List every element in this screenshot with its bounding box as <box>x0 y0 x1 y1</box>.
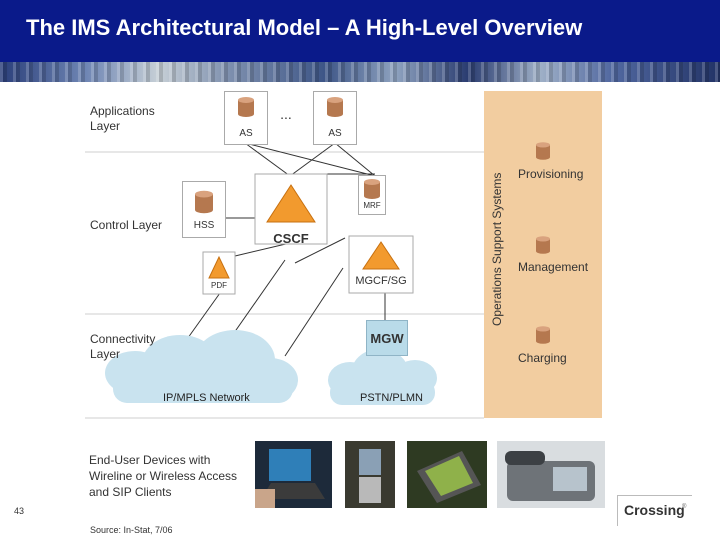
layer-label-connectivity: Connectivity Layer <box>90 332 156 361</box>
cscf-label: CSCF <box>273 231 309 246</box>
oss-item-provisioning: Provisioning <box>518 167 584 181</box>
triangle-server-icon <box>362 241 400 270</box>
logo-mark: ® <box>682 504 687 510</box>
ellipsis-label: ... <box>280 106 292 122</box>
cloud-icon <box>328 349 437 405</box>
logo-text: Crossing <box>624 502 685 518</box>
ip-network-label: IP/MPLS Network <box>163 392 250 404</box>
pda-photo <box>407 441 487 508</box>
pdf-label: PDF <box>211 281 227 290</box>
database-icon <box>536 142 550 160</box>
desk-phone-photo <box>497 441 605 508</box>
triangle-server-icon <box>266 184 316 223</box>
mgw-node: MGW <box>366 320 408 356</box>
link-mgcf-ip <box>284 267 344 357</box>
laptop-photo <box>255 441 332 508</box>
link-cscf-pdf <box>234 242 291 257</box>
as-label: AS <box>239 128 253 139</box>
banner-strip <box>0 62 720 82</box>
link-as-cscf-2 <box>289 142 336 177</box>
database-icon <box>238 97 254 117</box>
source-note: Source: In-Stat, 7/06 <box>90 525 173 535</box>
oss-panel: Operations Support Systems Provisioning … <box>484 91 602 418</box>
oss-title: Operations Support Systems <box>490 172 504 326</box>
ims-diagram: Applications Layer Control Layer Connect… <box>85 88 605 423</box>
as-node-left: AS <box>224 91 268 145</box>
link-cscf-mgcf <box>294 237 346 264</box>
layer-label-control: Control Layer <box>90 218 163 232</box>
database-icon <box>536 236 550 254</box>
hss-label: HSS <box>193 220 215 231</box>
link-as-mrf-2 <box>334 142 376 177</box>
database-icon <box>364 179 380 199</box>
pstn-label: PSTN/PLMN <box>360 392 423 404</box>
mrf-node: MRF <box>358 175 386 215</box>
mgcf-label: MGCF/SG <box>355 275 407 287</box>
page-number: 43 <box>14 506 25 516</box>
mrf-label: MRF <box>363 201 381 210</box>
triangle-server-icon <box>208 255 230 279</box>
devices-label: End-User Devices with Wireline or Wirele… <box>89 453 238 499</box>
hss-node: HSS <box>182 181 226 238</box>
database-icon <box>195 190 213 214</box>
page-title: The IMS Architectural Model – A High-Lev… <box>26 15 583 40</box>
database-icon <box>536 326 550 344</box>
link-as-mrf-1 <box>244 142 376 177</box>
as-node-right: AS <box>313 91 357 145</box>
link-as-cscf-1 <box>244 142 291 177</box>
as-label: AS <box>328 128 342 139</box>
oss-item-charging: Charging <box>518 351 567 365</box>
database-icon <box>327 97 343 117</box>
layer-label-applications: Applications Layer <box>90 104 155 133</box>
oss-item-management: Management <box>518 260 589 274</box>
header-bar: The IMS Architectural Model – A High-Lev… <box>0 0 720 62</box>
crossing-logo: Crossing ® <box>617 495 692 526</box>
diagram-lines <box>85 142 484 419</box>
cloud-icon <box>105 330 298 403</box>
phone-photo <box>345 441 395 508</box>
